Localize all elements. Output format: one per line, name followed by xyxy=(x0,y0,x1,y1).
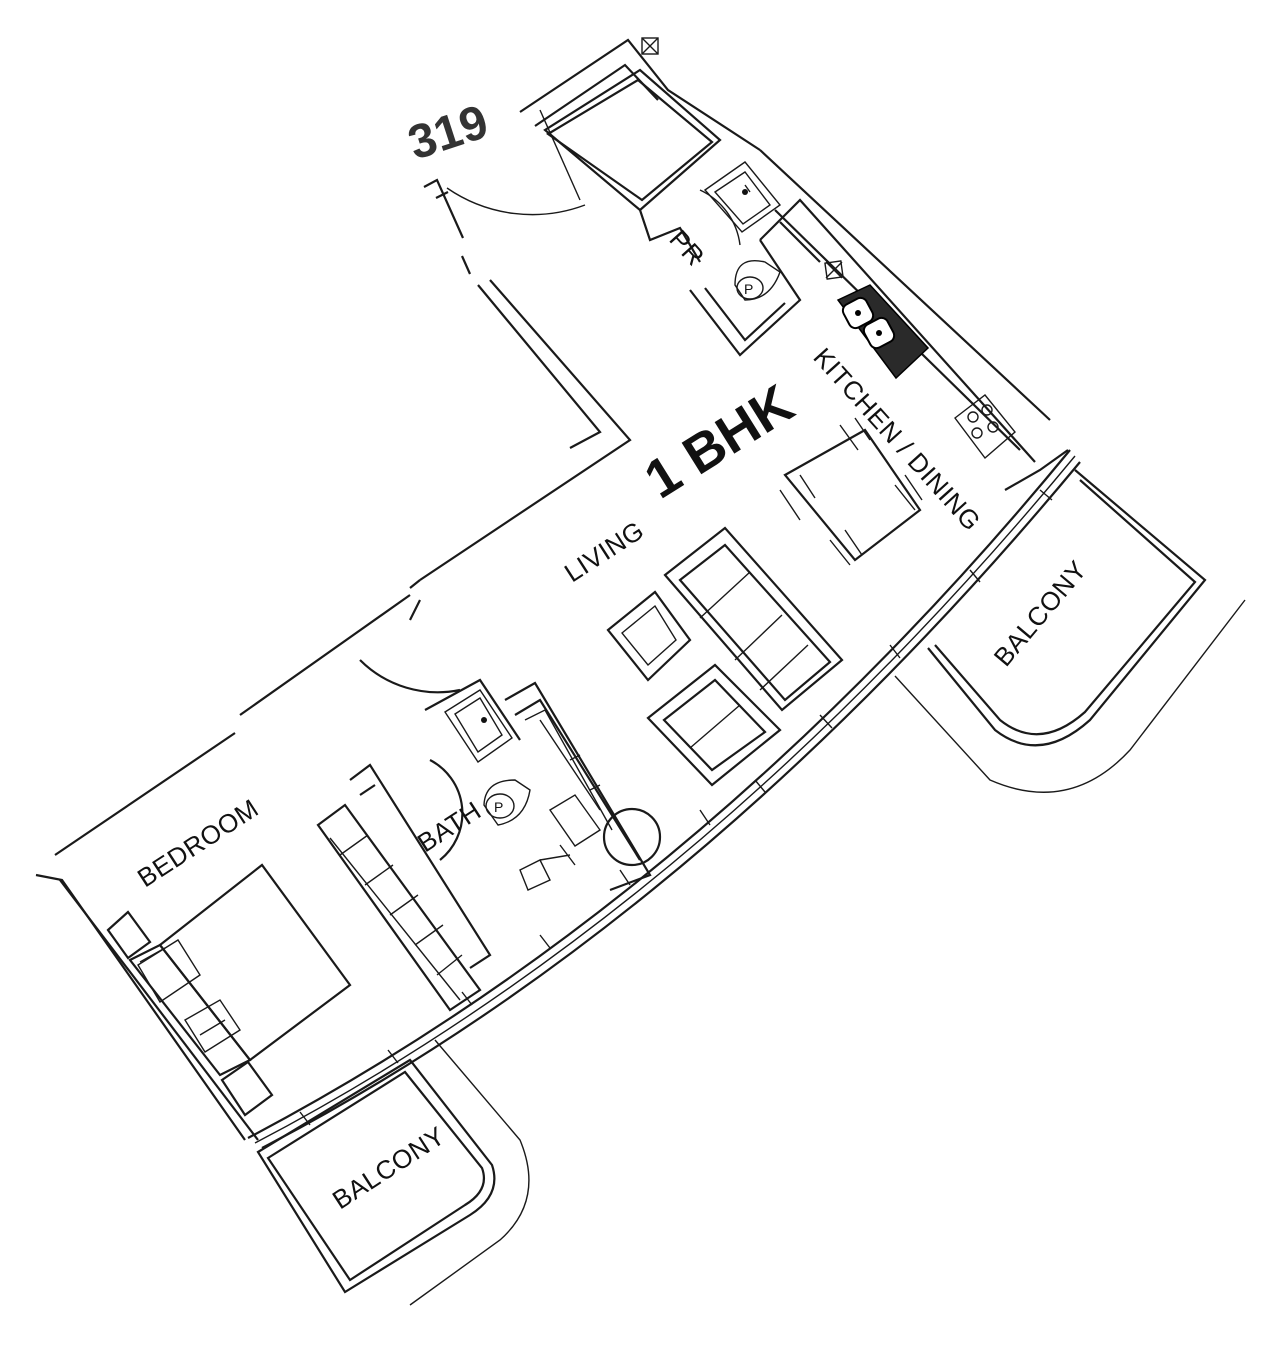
outer-walls xyxy=(35,449,1081,1149)
service-block: P xyxy=(519,37,802,357)
label-living: LIVING xyxy=(559,515,649,588)
bedroom-bed xyxy=(106,863,352,1117)
balcony-right xyxy=(894,469,1246,793)
label-unit-type: 1 BHK xyxy=(635,373,804,510)
label-balcony-right: BALCONY xyxy=(988,555,1093,672)
bath-block: P xyxy=(349,599,662,969)
balcony-bottom xyxy=(256,1039,530,1306)
label-balcony-bottom: BALCONY xyxy=(327,1120,450,1215)
toilet-symbol-bath: P xyxy=(494,799,503,815)
unit-number: 319 xyxy=(402,95,495,170)
toilet-symbol-pr: P xyxy=(744,281,753,297)
dining-table xyxy=(779,417,923,566)
label-bath: BATH xyxy=(412,795,487,858)
entrance xyxy=(419,109,632,581)
kitchen-counter xyxy=(759,149,1069,491)
wardrobe xyxy=(316,803,482,1012)
living-furniture xyxy=(606,526,844,787)
